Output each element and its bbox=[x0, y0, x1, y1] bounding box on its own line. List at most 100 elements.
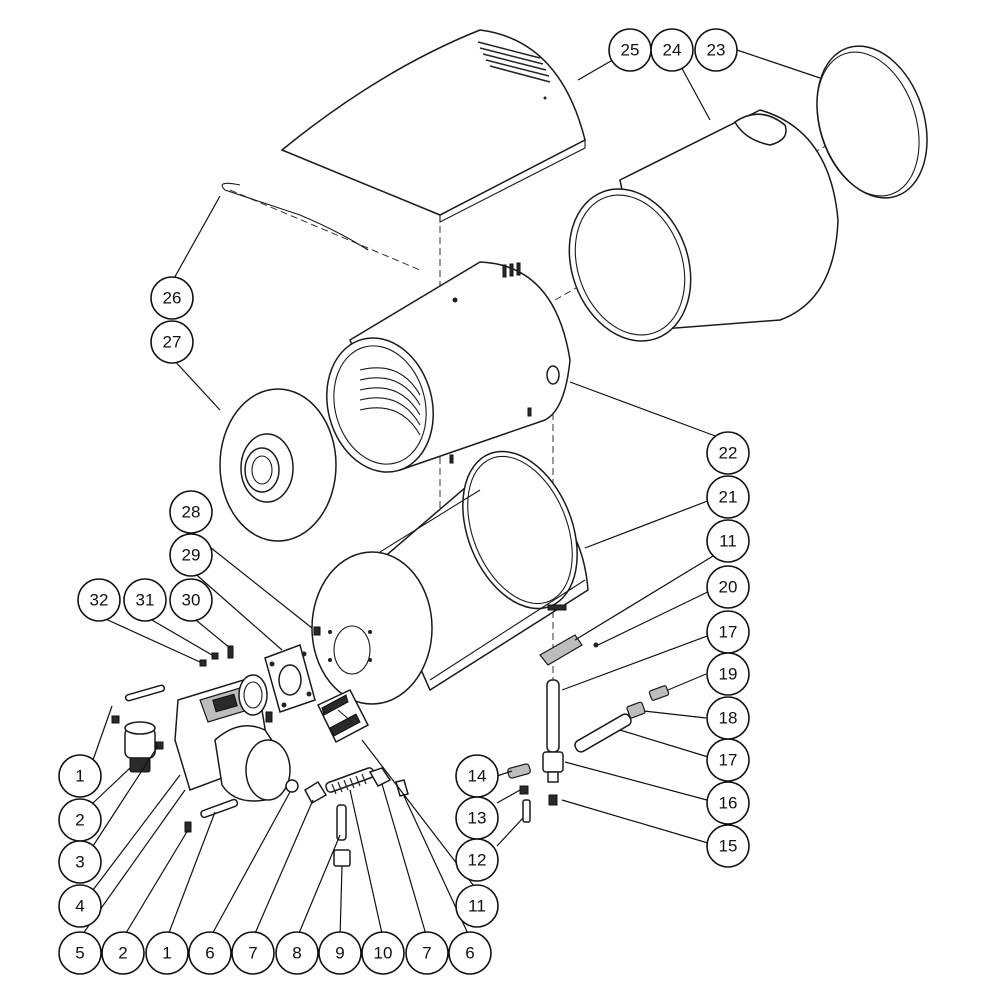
callout-20: 20 bbox=[706, 565, 750, 609]
lower-frame bbox=[311, 450, 589, 705]
fuel-line-hardware bbox=[285, 767, 409, 867]
svg-text:25: 25 bbox=[621, 41, 640, 60]
fuel-tube-vertical bbox=[546, 679, 560, 753]
svg-text:19: 19 bbox=[719, 665, 738, 684]
svg-text:1: 1 bbox=[75, 767, 84, 786]
svg-text:16: 16 bbox=[719, 794, 738, 813]
callout-14: 14 bbox=[455, 754, 499, 798]
coupling-fitting bbox=[626, 701, 646, 719]
svg-text:22: 22 bbox=[719, 444, 738, 463]
hose-nipple-fitting bbox=[648, 685, 670, 701]
svg-text:13: 13 bbox=[468, 809, 487, 828]
svg-text:15: 15 bbox=[719, 837, 738, 856]
end-disc bbox=[816, 45, 928, 199]
callout-1-upper: 1 bbox=[58, 754, 102, 798]
mounting-bracket bbox=[539, 634, 599, 666]
callout-22: 22 bbox=[706, 431, 750, 475]
svg-text:20: 20 bbox=[719, 578, 738, 597]
callout-2-lower: 2 bbox=[101, 931, 145, 975]
svg-text:14: 14 bbox=[468, 767, 487, 786]
flange-plate bbox=[264, 626, 321, 713]
callout-16: 16 bbox=[706, 781, 750, 825]
tee-fitting bbox=[542, 751, 564, 806]
svg-text:23: 23 bbox=[707, 41, 726, 60]
svg-text:11: 11 bbox=[719, 532, 737, 551]
callout-19: 19 bbox=[706, 652, 750, 696]
callout-13: 13 bbox=[455, 796, 499, 840]
callout-9: 9 bbox=[318, 931, 362, 975]
svg-text:2: 2 bbox=[118, 944, 127, 963]
callout-11-upper: 11 bbox=[706, 519, 750, 563]
front-end-plate bbox=[219, 388, 337, 542]
callout-29: 29 bbox=[169, 533, 213, 577]
callout-6-left: 6 bbox=[188, 931, 232, 975]
fuel-filter bbox=[111, 715, 156, 773]
callout-3: 3 bbox=[58, 840, 102, 884]
callout-18: 18 bbox=[706, 696, 750, 740]
callout-15: 15 bbox=[706, 824, 750, 868]
svg-text:8: 8 bbox=[292, 944, 301, 963]
callout-12: 12 bbox=[455, 838, 499, 882]
svg-text:12: 12 bbox=[468, 851, 487, 870]
callout-5: 5 bbox=[58, 931, 102, 975]
callout-26: 26 bbox=[150, 276, 194, 320]
leader-lines bbox=[79, 49, 821, 939]
svg-text:6: 6 bbox=[205, 944, 214, 963]
fastener-3 bbox=[155, 741, 164, 750]
flex-pad bbox=[316, 689, 370, 744]
callout-2-upper: 2 bbox=[58, 798, 102, 842]
inner-chamber bbox=[326, 261, 571, 473]
callout-23: 23 bbox=[694, 28, 738, 72]
callout-17-upper: 17 bbox=[706, 610, 750, 654]
svg-text:28: 28 bbox=[182, 503, 201, 522]
svg-text:18: 18 bbox=[719, 709, 738, 728]
callout-6-right: 6 bbox=[448, 931, 492, 975]
callout-24: 24 bbox=[650, 28, 694, 72]
svg-text:7: 7 bbox=[422, 944, 431, 963]
callout-30: 30 bbox=[169, 578, 213, 622]
pump-motor-assembly bbox=[174, 674, 291, 802]
svg-text:4: 4 bbox=[75, 897, 84, 916]
callout-1-lower: 1 bbox=[145, 931, 189, 975]
svg-text:6: 6 bbox=[465, 944, 474, 963]
callout-21: 21 bbox=[706, 475, 750, 519]
callout-8: 8 bbox=[275, 931, 319, 975]
callout-28: 28 bbox=[169, 490, 213, 534]
svg-text:9: 9 bbox=[335, 944, 344, 963]
stud-lower bbox=[200, 798, 239, 819]
svg-text:32: 32 bbox=[90, 591, 109, 610]
screws-30-32 bbox=[199, 645, 234, 667]
svg-text:31: 31 bbox=[136, 591, 155, 610]
fuel-tube-angled bbox=[574, 713, 632, 753]
callout-10: 10 bbox=[361, 931, 405, 975]
svg-text:2: 2 bbox=[75, 811, 84, 830]
callout-32: 32 bbox=[77, 578, 121, 622]
callout-11-lower: 11 bbox=[455, 884, 499, 928]
stud-upper bbox=[124, 684, 166, 702]
svg-text:7: 7 bbox=[248, 944, 257, 963]
fastener-lower bbox=[184, 821, 192, 833]
svg-text:11: 11 bbox=[468, 897, 486, 916]
svg-text:26: 26 bbox=[163, 289, 182, 308]
svg-text:30: 30 bbox=[182, 591, 201, 610]
wire bbox=[221, 182, 369, 251]
callout-31: 31 bbox=[123, 578, 167, 622]
svg-text:10: 10 bbox=[374, 944, 393, 963]
small-fittings-group bbox=[507, 763, 531, 823]
callout-17-lower: 17 bbox=[706, 738, 750, 782]
svg-text:27: 27 bbox=[163, 333, 182, 352]
outer-cylinder bbox=[568, 109, 839, 342]
top-cover-shroud bbox=[280, 29, 586, 223]
svg-text:17: 17 bbox=[719, 751, 738, 770]
callout-27: 27 bbox=[150, 320, 194, 364]
svg-text:29: 29 bbox=[182, 546, 201, 565]
svg-text:1: 1 bbox=[162, 944, 171, 963]
callout-4: 4 bbox=[58, 884, 102, 928]
svg-text:5: 5 bbox=[75, 944, 84, 963]
svg-text:24: 24 bbox=[663, 41, 682, 60]
callout-25: 25 bbox=[608, 28, 652, 72]
callout-7-left: 7 bbox=[231, 931, 275, 975]
svg-text:17: 17 bbox=[719, 623, 738, 642]
svg-text:3: 3 bbox=[75, 853, 84, 872]
